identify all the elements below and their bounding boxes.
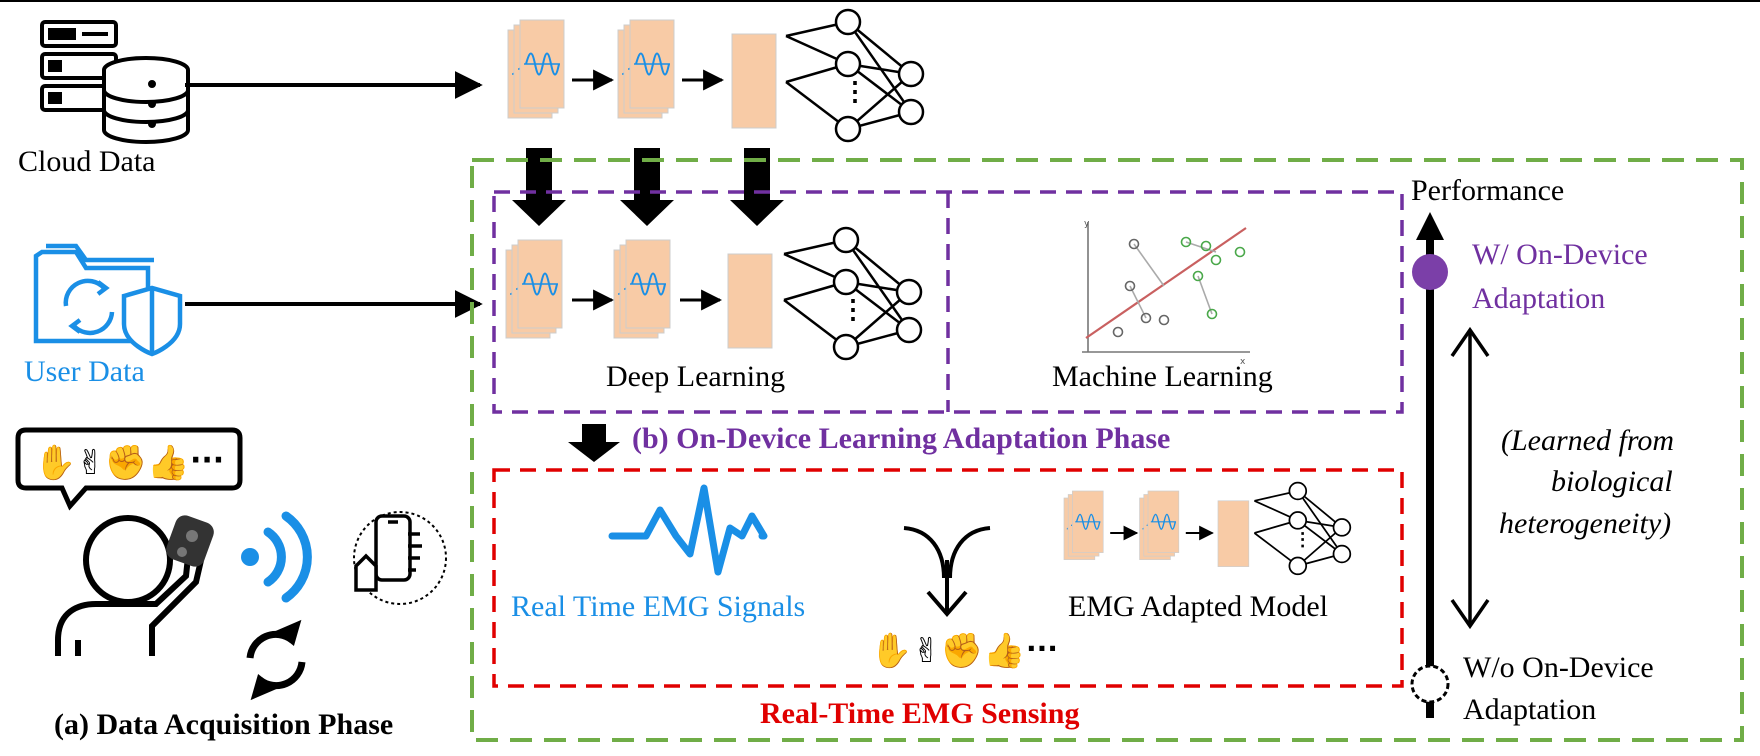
wireless-signal-icon (241, 511, 312, 603)
top-nn-ellipsis: ⋮ (842, 77, 868, 106)
sensing-down-arrow (568, 424, 620, 462)
emg-adapted-model-pipeline: ⋮ (1064, 481, 1352, 576)
heterogeneity-label-2: biological (1551, 465, 1673, 498)
top-pipeline: ⋮ (508, 8, 925, 143)
emg-signals-label: Real Time EMG Signals (511, 590, 806, 623)
sensing-phase-label: Real-Time EMG Sensing (760, 697, 1080, 730)
deep-learning-label: Deep Learning (606, 360, 786, 393)
heterogeneity-label-3: heterogeneity) (1499, 507, 1672, 540)
server-database-icon (40, 20, 190, 144)
machine-learning-label: Machine Learning (1052, 360, 1273, 393)
emg-waveform-icon (608, 484, 768, 576)
without-adaptation-marker (1410, 664, 1450, 704)
with-adaptation-label-2: Adaptation (1472, 282, 1606, 315)
with-adaptation-marker (1412, 254, 1448, 290)
svg-text:y: y (1084, 219, 1090, 229)
model-nn-ellipsis: ⋮ (1294, 530, 1312, 550)
performance-axis (1410, 212, 1450, 718)
hand-gestures-icon: ✋✌✊👍 (15, 427, 243, 511)
performance-axis-label: Performance (1411, 174, 1565, 207)
ml-scatter-icon: y x (1082, 219, 1250, 367)
without-adaptation-label-2: Adaptation (1463, 693, 1597, 726)
deep-learning-pipeline: ⋮ (506, 226, 923, 361)
cloud-data-label: Cloud Data (18, 145, 156, 178)
svg-text:✋✌✊👍: ✋✌✊👍 (870, 631, 1026, 671)
acquisition-phase-label: (a) Data Acquisition Phase (54, 708, 394, 741)
svg-text:✋✌✊👍: ✋✌✊👍 (34, 443, 190, 483)
adaptation-outer-box (470, 158, 1744, 742)
heterogeneity-double-arrow (1450, 326, 1490, 630)
armband-icon (166, 515, 214, 567)
smartphone-hand-icon (353, 511, 447, 605)
transfer-arrows (512, 148, 784, 226)
sensing-ellipsis: ··· (1026, 632, 1058, 665)
heterogeneity-label-1: (Learned from (1501, 424, 1675, 457)
adaptation-phase-label: (b) On-Device Learning Adaptation Phase (632, 422, 1171, 455)
folder-shield-sync-icon (33, 243, 183, 357)
user-data-label: User Data (24, 355, 145, 388)
merge-arrow-icon (903, 526, 991, 618)
bubble-ellipsis: ··· (190, 443, 224, 478)
deep-nn-ellipsis: ⋮ (840, 295, 866, 324)
sensing-box (492, 468, 1404, 688)
without-adaptation-label-1: W/o On-Device (1463, 651, 1654, 684)
sync-arrows-icon (246, 619, 306, 701)
with-adaptation-label-1: W/ On-Device (1472, 238, 1648, 271)
emg-model-label: EMG Adapted Model (1068, 590, 1328, 623)
sensing-gestures-icon: ✋✌✊👍 (870, 631, 1026, 671)
svg-text:x: x (1240, 357, 1246, 367)
